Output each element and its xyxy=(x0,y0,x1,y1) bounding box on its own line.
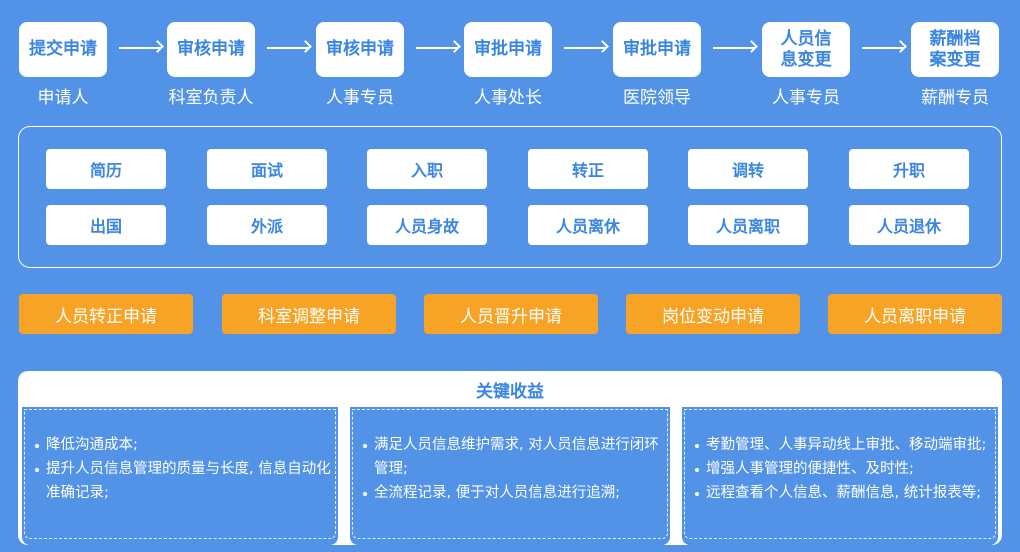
arrow-right-icon xyxy=(416,47,458,49)
benefit-item: 降低沟通成本; xyxy=(32,433,332,457)
type-resignation[interactable]: 人员离职 xyxy=(688,205,808,245)
approval-flow: 提交申请 审核申请 审核申请 审批申请 审批申请 人员信息变更 薪酬档案变更 申… xyxy=(0,0,1020,120)
flow-step-4: 审批申请 xyxy=(464,22,552,77)
type-interview[interactable]: 面试 xyxy=(207,149,327,189)
type-retirement[interactable]: 人员退休 xyxy=(849,205,969,245)
arrow-right-icon xyxy=(564,47,606,49)
flow-role-1: 申请人 xyxy=(37,88,89,108)
type-transfer[interactable]: 调转 xyxy=(688,149,808,189)
benefits-column-1: 降低沟通成本; 提升人员信息管理的质量与长度, 信息自动化准确记录; xyxy=(22,407,338,545)
arrow-right-icon xyxy=(862,47,904,49)
promotion-application-button[interactable]: 人员晋升申请 xyxy=(424,294,598,334)
flow-role-7: 薪酬专员 xyxy=(921,88,989,108)
benefits-title: 关键收益 xyxy=(476,381,544,402)
benefit-item: 增强人事管理的便捷性、及时性; xyxy=(692,457,992,481)
type-secondment[interactable]: 外派 xyxy=(207,205,327,245)
type-deceased[interactable]: 人员身故 xyxy=(367,205,487,245)
regularization-application-button[interactable]: 人员转正申请 xyxy=(19,294,193,334)
position-change-application-button[interactable]: 岗位变动申请 xyxy=(626,294,800,334)
key-benefits-card: 关键收益 降低沟通成本; 提升人员信息管理的质量与长度, 信息自动化准确记录; … xyxy=(18,371,1002,545)
arrow-right-icon xyxy=(713,47,755,49)
flow-step-3: 审核申请 xyxy=(316,22,404,77)
flow-role-6: 人事专员 xyxy=(772,88,840,108)
type-going-abroad[interactable]: 出国 xyxy=(46,205,166,245)
arrow-right-icon xyxy=(267,47,309,49)
type-regularization[interactable]: 转正 xyxy=(528,149,648,189)
flow-step-6: 人员信息变更 xyxy=(762,22,850,77)
flow-step-7: 薪酬档案变更 xyxy=(911,22,999,77)
type-promotion[interactable]: 升职 xyxy=(849,149,969,189)
benefit-item: 考勤管理、人事异动线上审批、移动端审批; xyxy=(692,433,992,457)
benefit-item: 满足人员信息维护需求, 对人员信息进行闭环管理; xyxy=(360,433,664,481)
benefit-item: 远程查看个人信息、薪酬信息, 统计报表等; xyxy=(692,481,992,505)
flow-role-3: 人事专员 xyxy=(326,88,394,108)
benefits-column-3: 考勤管理、人事异动线上审批、移动端审批; 增强人事管理的便捷性、及时性; 远程查… xyxy=(682,407,998,545)
arrow-right-icon xyxy=(119,47,161,49)
flow-step-2: 审核申请 xyxy=(167,22,255,77)
type-resume[interactable]: 简历 xyxy=(46,149,166,189)
type-onboarding[interactable]: 入职 xyxy=(367,149,487,189)
flow-step-5: 审批申请 xyxy=(613,22,701,77)
benefit-item: 提升人员信息管理的质量与长度, 信息自动化准确记录; xyxy=(32,457,332,505)
flow-role-5: 医院领导 xyxy=(623,88,691,108)
flow-role-4: 人事处长 xyxy=(474,88,542,108)
resignation-application-button[interactable]: 人员离职申请 xyxy=(828,294,1002,334)
personnel-types-panel: 简历 面试 入职 转正 调转 升职 出国 外派 人员身故 人员离休 人员离职 人… xyxy=(18,126,1002,268)
flow-step-1: 提交申请 xyxy=(19,22,107,77)
department-adjustment-application-button[interactable]: 科室调整申请 xyxy=(222,294,396,334)
type-retired-cadre[interactable]: 人员离休 xyxy=(528,205,648,245)
flow-role-2: 科室负责人 xyxy=(168,88,254,108)
benefit-item: 全流程记录, 便于对人员信息进行追溯; xyxy=(360,481,664,505)
benefits-column-2: 满足人员信息维护需求, 对人员信息进行闭环管理; 全流程记录, 便于对人员信息进… xyxy=(350,407,670,545)
